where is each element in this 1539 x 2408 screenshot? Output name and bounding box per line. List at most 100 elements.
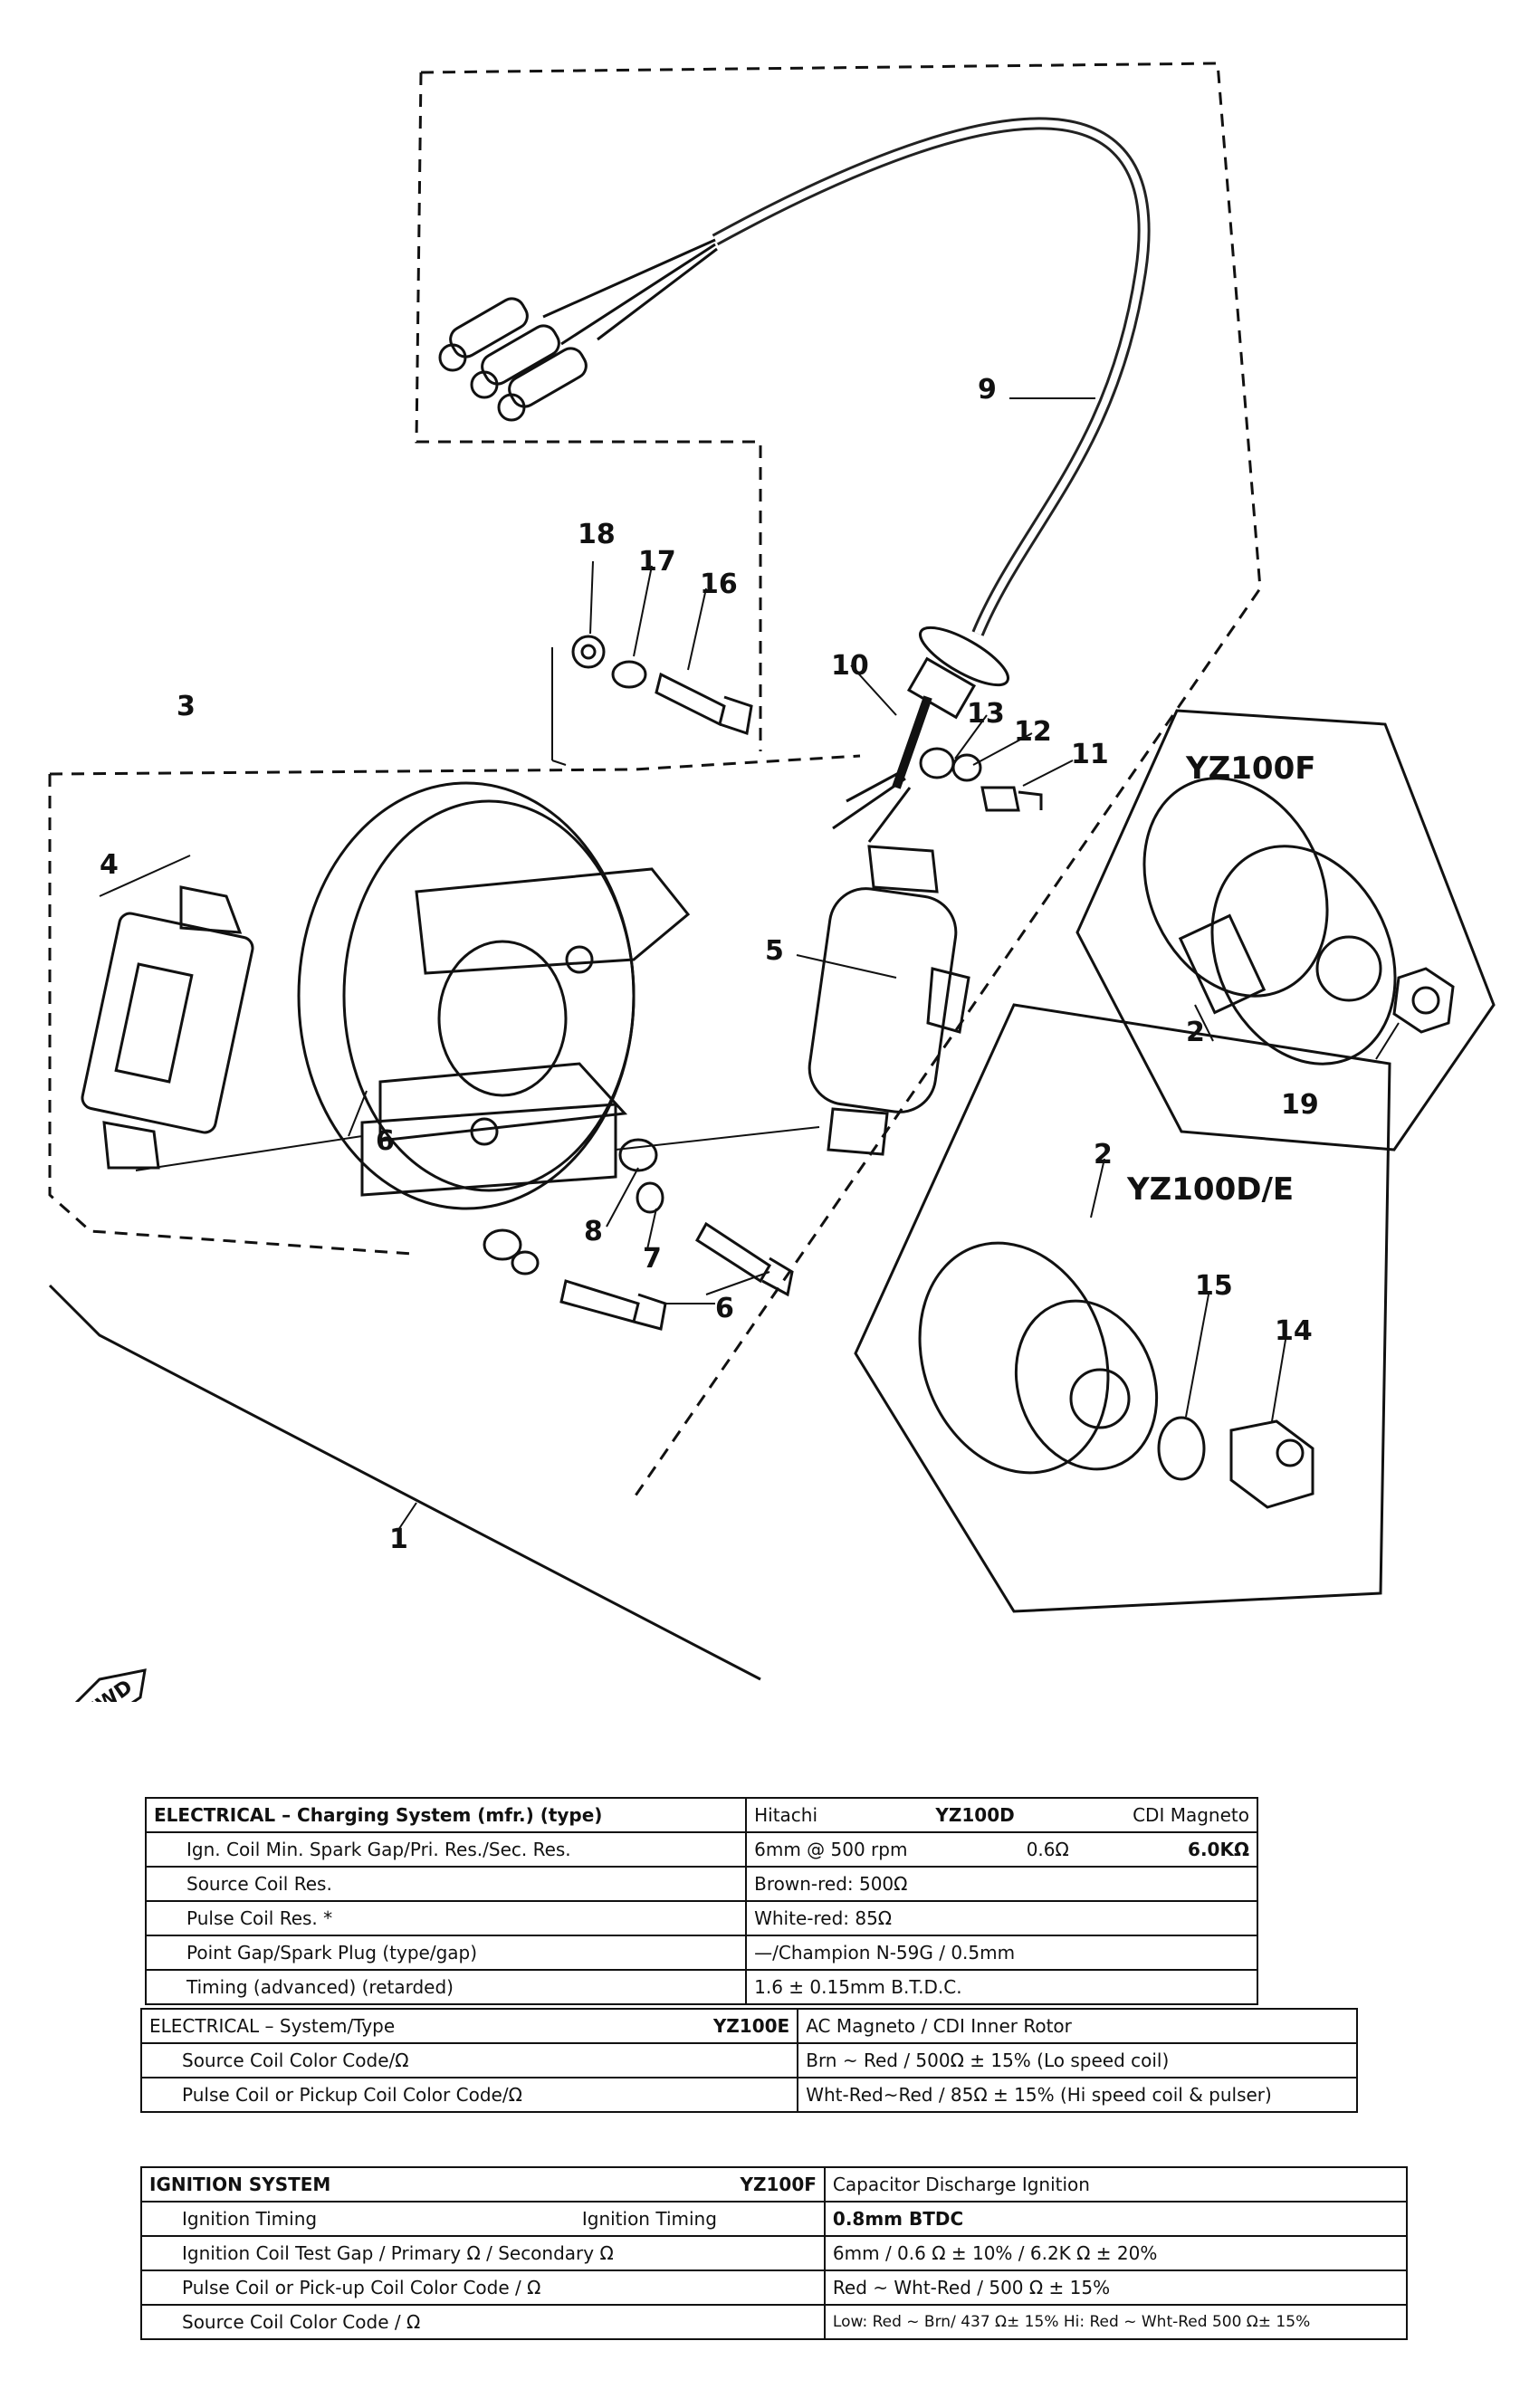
table1-row-label: Ign. Coil Min. Spark Gap/Pri. Res./Sec. …	[144, 1831, 748, 1868]
callout-10: 10	[831, 650, 869, 682]
table2-row-value: Brn ~ Red / 500Ω ± 15% (Lo speed coil)	[797, 2042, 1358, 2078]
ignition-coil-4	[81, 885, 254, 1170]
ignition-timing-label-a: Ignition Timing	[182, 2208, 318, 2230]
table-row: Source Coil Res. Brown-red: 500Ω	[144, 1866, 1258, 1902]
table2-row-value: Wht-Red~Red / 85Ω ± 15% (Hi speed coil &…	[797, 2077, 1358, 2113]
callout-19: 19	[1281, 1089, 1319, 1121]
callout-2a: 2	[1186, 1017, 1205, 1048]
harness-wires	[542, 238, 718, 346]
fwd-arrow-icon: FWD	[74, 1668, 147, 1702]
stator-boundary	[48, 754, 861, 1256]
callout-12: 12	[1014, 716, 1052, 748]
spec-table-charging-system: ELECTRICAL – Charging System (mfr.) (typ…	[144, 1797, 1258, 2005]
screw-6b	[559, 1279, 667, 1331]
ignition-coil-5	[808, 845, 970, 1156]
model-label-yz100de: YZ100D/E	[1126, 1171, 1294, 1208]
table3-row-label: Ignition Coil Test Gap / Primary Ω / Sec…	[140, 2235, 826, 2271]
yz100de-rotor-frame	[854, 1003, 1391, 1613]
callout-17: 17	[638, 546, 676, 578]
model-label-yz100f: YZ100F	[1185, 750, 1315, 787]
table3-header-value: Capacitor Discharge Ignition	[823, 2166, 1409, 2203]
table2-header-label: ELECTRICAL – System/Type YZ100E	[139, 2008, 799, 2044]
table3-row-value: Red ~ Wht-Red / 500 Ω ± 15%	[823, 2269, 1409, 2306]
table3-row-label: Source Coil Color Code / Ω	[140, 2304, 826, 2340]
rotor-2-yz100f	[1142, 777, 1397, 1065]
table1-header-label: ELECTRICAL – Charging System (mfr.) (typ…	[144, 1797, 748, 1833]
lead-wire-cable	[712, 117, 1151, 636]
nut-14	[1229, 1419, 1314, 1509]
table-row: Pulse Coil or Pickup Coil Color Code/Ω W…	[139, 2077, 1358, 2113]
yz100f-rotor-frame	[1075, 709, 1496, 1151]
callout-4: 4	[100, 849, 119, 881]
table3-row-label: Pulse Coil or Pick-up Coil Color Code / …	[140, 2269, 826, 2306]
callout-8: 8	[584, 1216, 603, 1247]
callout-5: 5	[765, 935, 784, 967]
grommet	[919, 626, 1009, 687]
callout-1: 1	[389, 1524, 408, 1555]
table-row: Pulse Coil or Pick-up Coil Color Code / …	[140, 2269, 1409, 2306]
table2-header-value: AC Magneto / CDI Inner Rotor	[797, 2008, 1358, 2044]
table2-title: ELECTRICAL – System/Type	[149, 2015, 396, 2037]
table-row: IGNITION SYSTEM YZ100F Capacitor Dischar…	[140, 2166, 1409, 2203]
table-row: ELECTRICAL – Charging System (mfr.) (typ…	[144, 1797, 1258, 1833]
table-row: Timing (advanced) (retarded) 1.6 ± 0.15m…	[144, 1969, 1258, 2005]
table1-model: YZ100D	[935, 1804, 1015, 1826]
table-row: ELECTRICAL – System/Type YZ100E AC Magne…	[139, 2008, 1358, 2044]
primary-res-value: 0.6Ω	[1026, 1839, 1069, 1860]
table2-row-label: Source Coil Color Code/Ω	[139, 2042, 799, 2078]
table1-row-label: Pulse Coil Res. *	[144, 1900, 748, 1936]
table3-title: IGNITION SYSTEM	[149, 2174, 331, 2195]
callout-9: 9	[978, 374, 997, 406]
spark-gap-value: 6mm @ 500 rpm	[754, 1839, 908, 1860]
table1-row-label: Source Coil Res.	[144, 1866, 748, 1902]
lead-wire-boundary	[415, 62, 1262, 1499]
table1-row-label: Point Gap/Spark Plug (type/gap)	[144, 1935, 748, 1971]
screw-16	[655, 672, 753, 735]
table-row: Source Coil Color Code/Ω Brn ~ Red / 500…	[139, 2042, 1358, 2078]
lead-wire-cable-inner	[713, 119, 1148, 635]
table3-header-label: IGNITION SYSTEM YZ100F	[140, 2166, 826, 2203]
callout-16: 16	[700, 569, 738, 600]
table3-row-value: 6mm / 0.6 Ω ± 10% / 6.2K Ω ± 20%	[823, 2235, 1409, 2271]
spec-table-system-type: ELECTRICAL – System/Type YZ100E AC Magne…	[139, 2008, 1358, 2113]
callout-18: 18	[578, 519, 616, 550]
table1-mfr: Hitachi	[754, 1804, 818, 1826]
table-row: Ignition Coil Test Gap / Primary Ω / Sec…	[140, 2235, 1409, 2271]
table-row: Point Gap/Spark Plug (type/gap) —/Champi…	[144, 1935, 1258, 1971]
table3-model: YZ100F	[740, 2174, 817, 2195]
table-row: Pulse Coil Res. * White-red: 85Ω	[144, 1900, 1258, 1936]
ignition-timing-label-b: Ignition Timing	[581, 2208, 717, 2230]
stator-center-hole	[437, 940, 568, 1097]
table2-row-label: Pulse Coil or Pickup Coil Color Code/Ω	[139, 2077, 799, 2113]
table-row: Source Coil Color Code / Ω Low: Red ~ Br…	[140, 2304, 1409, 2340]
washer-15	[1157, 1416, 1206, 1481]
screw-11	[980, 786, 1043, 812]
callout-6b: 6	[376, 1125, 395, 1157]
table1-row-value: 1.6 ± 0.15mm B.T.D.C.	[745, 1969, 1258, 2005]
secondary-res-value: 6.0KΩ	[1188, 1839, 1249, 1860]
table2-model: YZ100E	[712, 2015, 790, 2037]
exploded-parts-diagram: 9 10 11 12 13 16 17 18 3 4 5 2 19 2 15 1…	[48, 62, 1496, 1702]
table1-row-value: —/Champion N-59G / 0.5mm	[745, 1935, 1258, 1971]
nut-19	[1392, 967, 1455, 1034]
table3-row-value: Low: Red ~ Brn/ 437 Ω± 15% Hi: Red ~ Wht…	[823, 2304, 1409, 2340]
table1-row-value: 6mm @ 500 rpm 0.6Ω 6.0KΩ	[745, 1831, 1258, 1868]
bullet-connectors	[438, 297, 588, 422]
table3-row-value: 0.8mm BTDC	[823, 2201, 1409, 2237]
callout-15: 15	[1195, 1270, 1233, 1302]
spec-table-ignition-system: IGNITION SYSTEM YZ100F Capacitor Dischar…	[140, 2166, 1409, 2340]
callout-14: 14	[1275, 1315, 1313, 1347]
callout-3: 3	[177, 691, 196, 722]
table-row: Ign. Coil Min. Spark Gap/Pri. Res./Sec. …	[144, 1831, 1258, 1868]
screw-6a	[695, 1221, 794, 1297]
table1-type: CDI Magneto	[1133, 1804, 1249, 1826]
table3-row-label: Ignition Timing Ignition Timing	[140, 2201, 826, 2237]
table1-row-label: Timing (advanced) (retarded)	[144, 1969, 748, 2005]
callout-6a: 6	[715, 1293, 734, 1324]
callout-2b: 2	[1094, 1139, 1113, 1171]
table1-row-value: White-red: 85Ω	[745, 1900, 1258, 1936]
callout-7: 7	[643, 1243, 662, 1275]
base-bracket-line	[48, 1284, 761, 1681]
rotor-2-yz100de	[918, 1241, 1159, 1475]
callout-13: 13	[967, 698, 1005, 730]
